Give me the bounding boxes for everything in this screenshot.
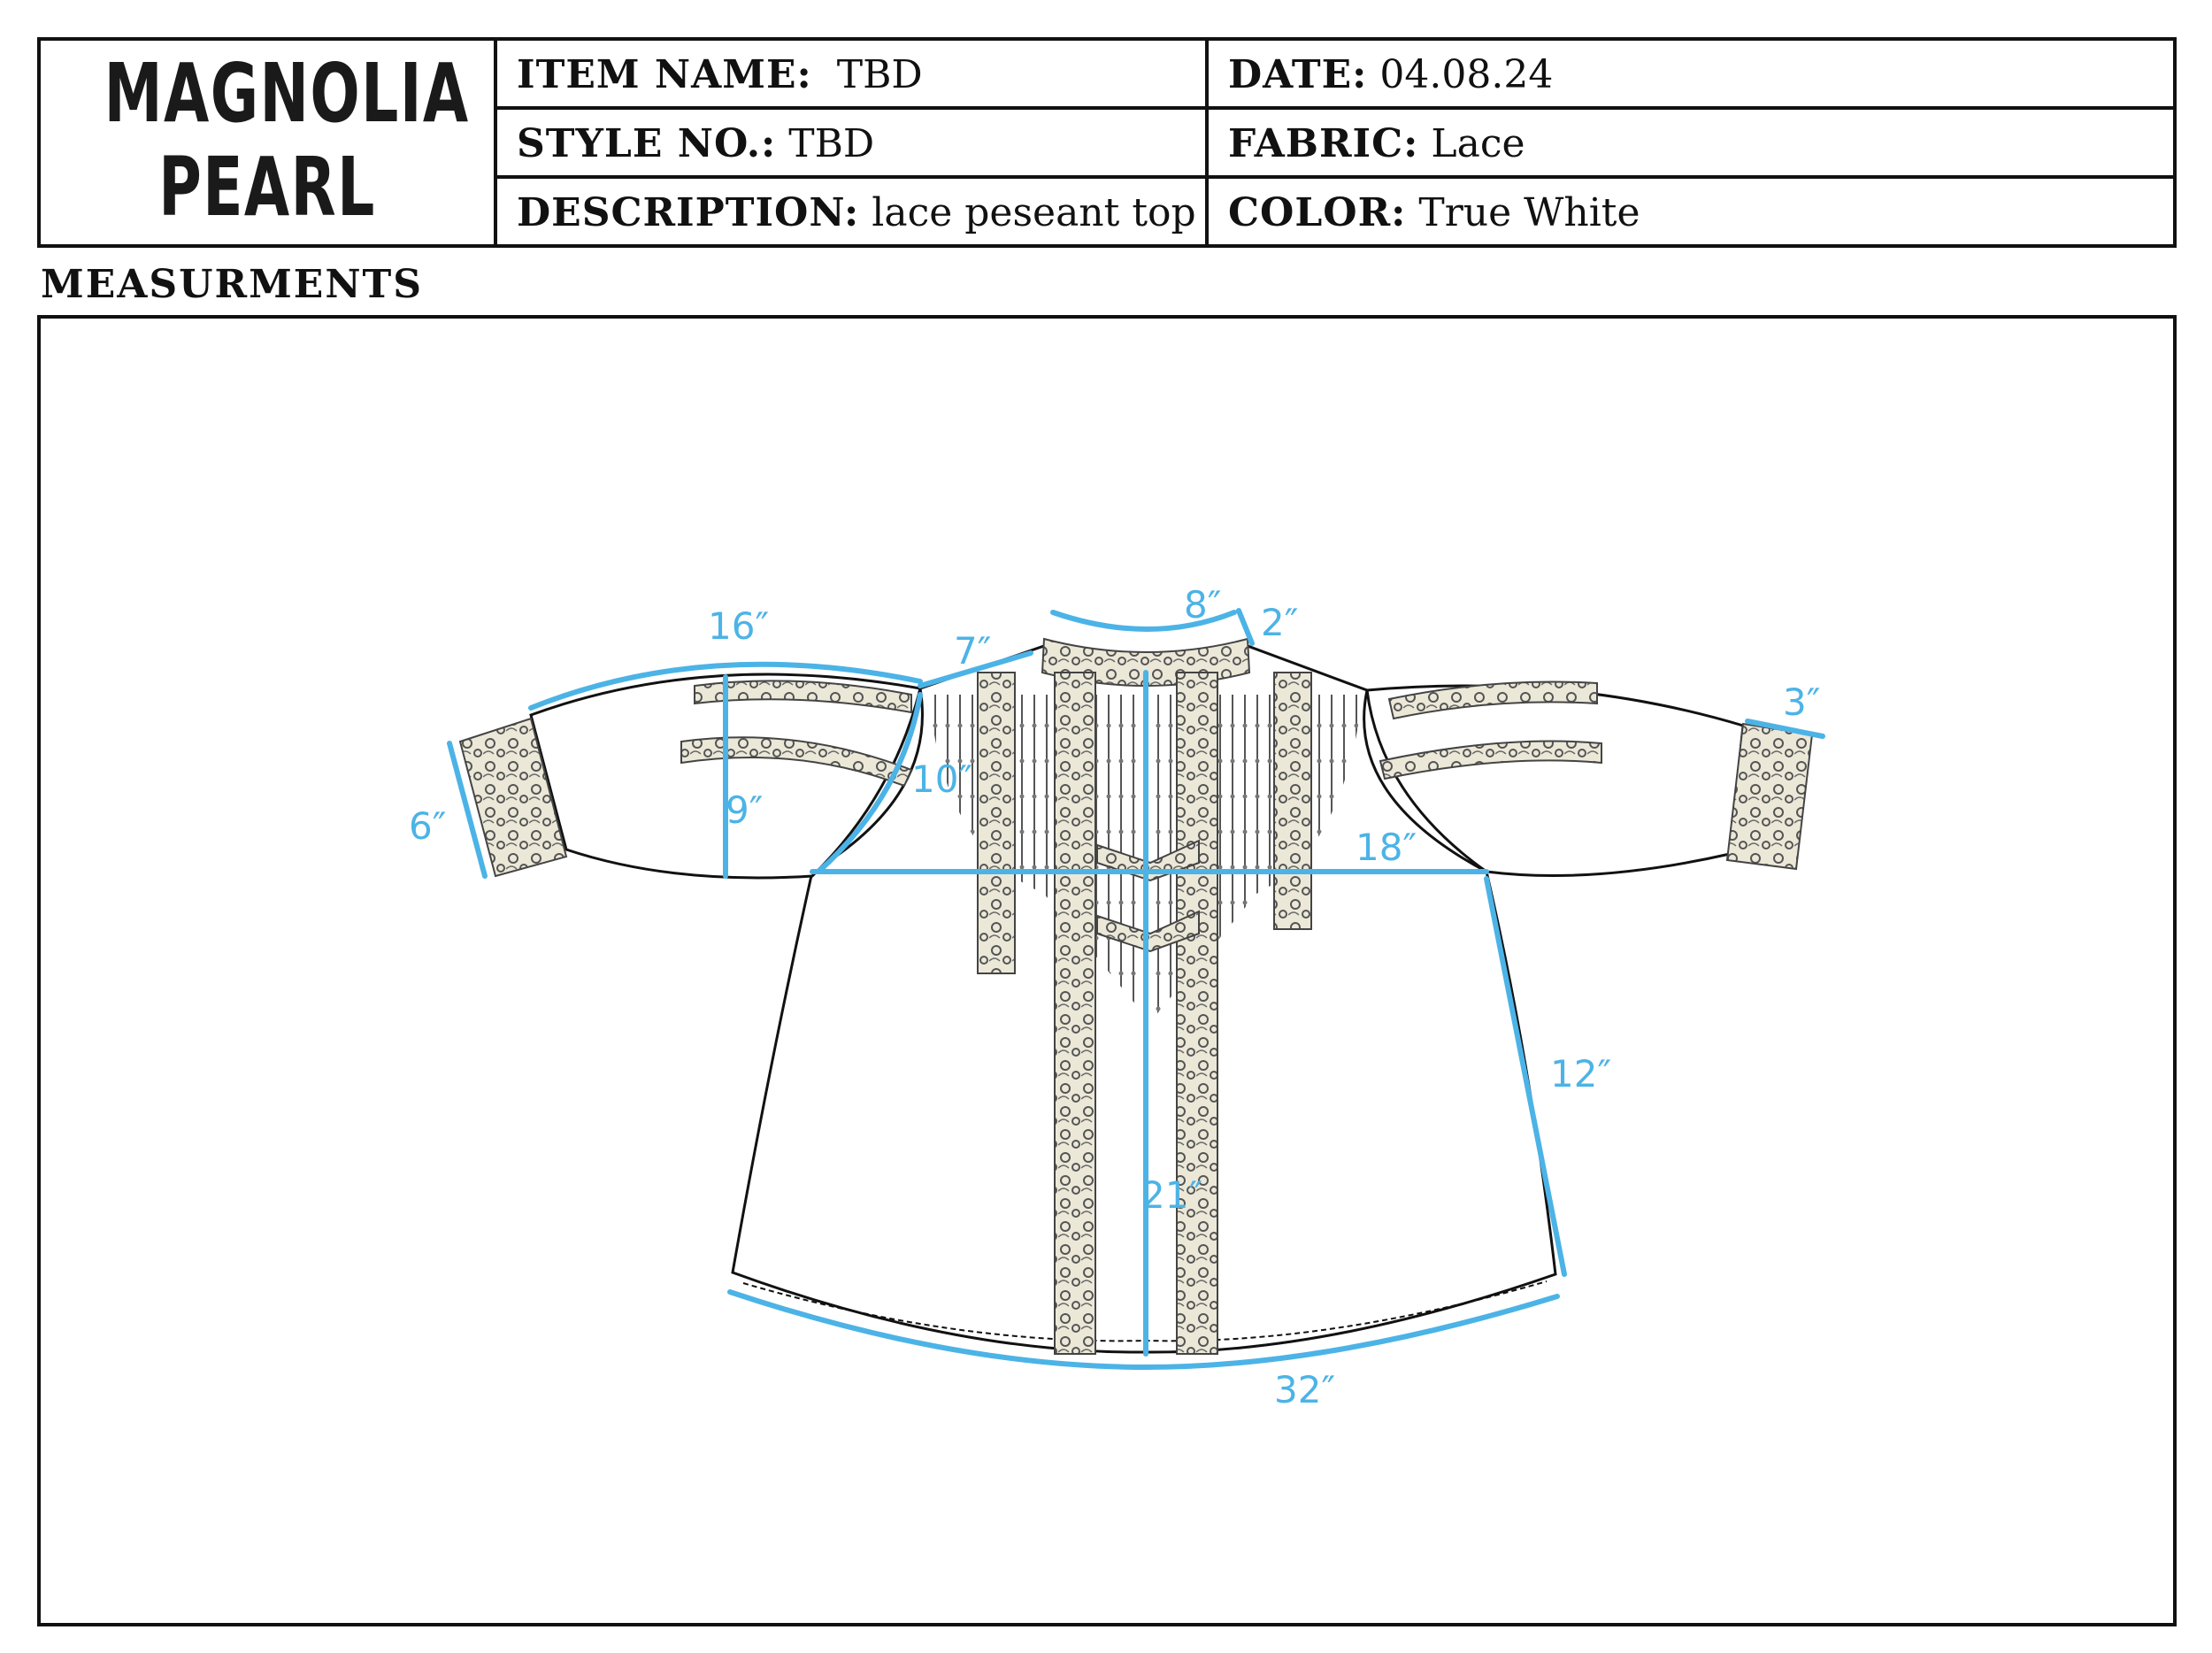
- side-seam-line: [1484, 876, 1567, 1277]
- left-sleeve-band-1: [694, 680, 912, 714]
- label-side-seam: 12″: [1550, 1052, 1611, 1096]
- armhole-line: [816, 692, 923, 874]
- fabric-field: FABRIC: Lace: [1209, 110, 2177, 179]
- label-cuff-right: 3″: [1783, 680, 1820, 724]
- neck-width-line: [1050, 610, 1237, 632]
- hem-sweep-line: [727, 1289, 1560, 1371]
- label-bicep: 9″: [726, 788, 763, 832]
- placket-lace-left: [1054, 672, 1096, 1355]
- description-value: lace peseant top: [872, 190, 1196, 235]
- logo-line-2: PEARL: [158, 140, 376, 234]
- right-cuff-lace: [1725, 722, 1814, 871]
- cuff-left-line: [447, 741, 488, 879]
- item-name-value: TBD: [836, 52, 923, 97]
- label-cuff-left: 6″: [409, 804, 446, 848]
- description-label: DESCRIPTION:: [517, 190, 860, 235]
- shoulder-line: [918, 650, 1033, 688]
- item-name-field: ITEM NAME: TBD: [497, 41, 1209, 110]
- fabric-value: Lace: [1431, 121, 1525, 166]
- item-name-label: ITEM NAME:: [517, 52, 812, 97]
- logo-line-1: MAGNOLIA: [104, 46, 470, 141]
- description-field: DESCRIPTION: lace peseant top: [497, 179, 1209, 248]
- label-hem-sweep: 32″: [1274, 1368, 1335, 1411]
- left-sleeve-band-2: [680, 736, 913, 788]
- yoke-lace-left: [977, 672, 1016, 974]
- label-body-length: 21″: [1141, 1173, 1202, 1217]
- color-field: COLOR: True White: [1209, 179, 2177, 248]
- style-no-label: STYLE NO.:: [517, 121, 777, 166]
- label-sleeve-length: 16″: [708, 604, 769, 648]
- measurement-labels: 16″ 7″ 8″ 2″ 3″ 6″ 10″ 9″ 18″ 12″ 21″ 32…: [409, 583, 1820, 1411]
- placket-lace-right: [1176, 672, 1218, 1355]
- fabric-label: FABRIC:: [1228, 121, 1419, 166]
- label-neck-drop: 2″: [1261, 601, 1298, 644]
- spec-header: MAGNOLIA PEARL ITEM NAME: TBD STYLE NO.:…: [37, 37, 2177, 248]
- date-value: 04.08.24: [1379, 52, 1554, 97]
- style-no-value: TBD: [788, 121, 875, 166]
- left-cuff-lace: [458, 717, 568, 878]
- cuff-right-line: [1745, 719, 1825, 739]
- label-chest: 18″: [1356, 826, 1417, 869]
- color-value: True White: [1418, 190, 1640, 235]
- date-field: DATE: 04.08.24: [1209, 41, 2177, 110]
- yoke-lace-right: [1273, 672, 1312, 930]
- label-armhole: 10″: [911, 757, 972, 801]
- neck-drop-line: [1236, 608, 1255, 646]
- date-label: DATE:: [1228, 52, 1368, 97]
- right-sleeve-band-2: [1379, 740, 1602, 780]
- measurements-heading: MEASURMENTS: [41, 262, 424, 307]
- label-neck-width: 8″: [1184, 583, 1221, 627]
- color-label: COLOR:: [1228, 190, 1407, 235]
- brand-logo: MAGNOLIA PEARL: [41, 41, 497, 244]
- style-no-field: STYLE NO.: TBD: [497, 110, 1209, 179]
- sleeve-length-line: [528, 661, 923, 711]
- label-shoulder: 7″: [954, 629, 991, 673]
- bib-chevron-2: [1096, 910, 1200, 953]
- measurement-lines: [447, 608, 1825, 1371]
- right-sleeve-band-1: [1387, 680, 1598, 720]
- measurement-drawing-frame: [37, 315, 2177, 1626]
